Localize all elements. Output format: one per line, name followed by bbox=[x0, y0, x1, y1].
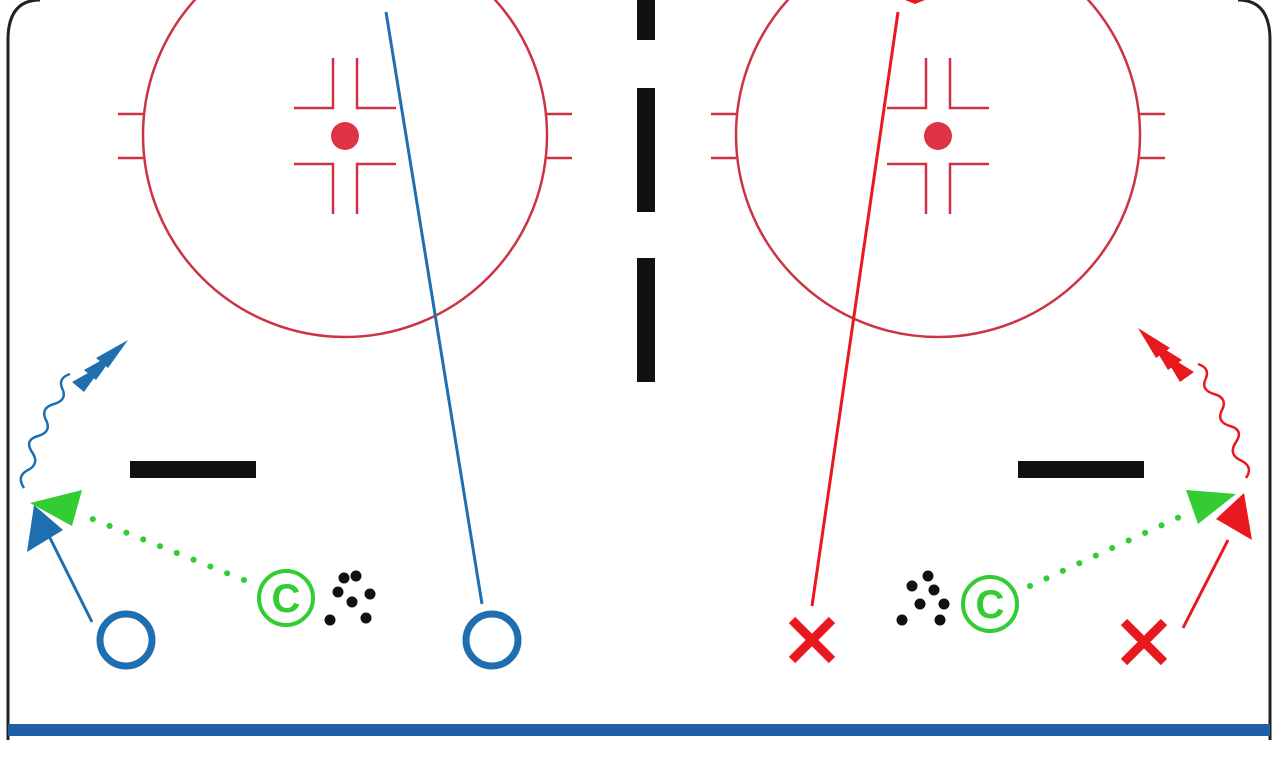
player-x-right bbox=[1120, 618, 1168, 666]
coach-left: C bbox=[257, 569, 315, 627]
faceoff-circle-right bbox=[711, 0, 1165, 339]
hash-bar-left bbox=[130, 461, 256, 478]
center-dash-line bbox=[637, 0, 655, 382]
player-o-left bbox=[96, 610, 156, 670]
faceoff-dot-left bbox=[331, 122, 359, 150]
rink-boards bbox=[6, 0, 41, 740]
skate-arrow-icon bbox=[27, 505, 63, 552]
skate-path-x-long bbox=[810, 11, 900, 607]
shot-arrow-icon bbox=[1138, 328, 1194, 382]
faceoff-circle-left bbox=[118, 0, 572, 339]
rink-boards-right bbox=[1237, 0, 1272, 740]
puck-carry-wave-right bbox=[1197, 362, 1251, 479]
coach-label: C bbox=[272, 577, 301, 621]
skate-arrow-icon bbox=[1216, 493, 1252, 540]
pass-arrow-icon bbox=[1186, 490, 1236, 524]
puck-carry-wave-left bbox=[19, 372, 71, 489]
coach-right: C bbox=[961, 575, 1019, 633]
coach-label: C bbox=[976, 583, 1005, 627]
pass-dotted-right bbox=[1027, 511, 1189, 589]
shot-arrow-icon bbox=[72, 340, 128, 392]
skate-arrow-icon bbox=[905, 0, 925, 4]
player-x-center bbox=[788, 616, 836, 664]
player-o-center bbox=[462, 610, 522, 670]
pass-dotted-left bbox=[77, 511, 247, 583]
skate-path-o-long bbox=[384, 11, 484, 605]
blue-line bbox=[8, 724, 1270, 736]
pass-arrow-icon bbox=[30, 490, 82, 526]
faceoff-dot-right bbox=[924, 122, 952, 150]
puck-pile-right bbox=[896, 570, 950, 626]
skate-arrow-o-short bbox=[43, 527, 94, 623]
puck-pile-left bbox=[324, 570, 376, 626]
hash-bar-right bbox=[1018, 461, 1144, 478]
skate-arrow-x-short bbox=[1181, 539, 1230, 629]
